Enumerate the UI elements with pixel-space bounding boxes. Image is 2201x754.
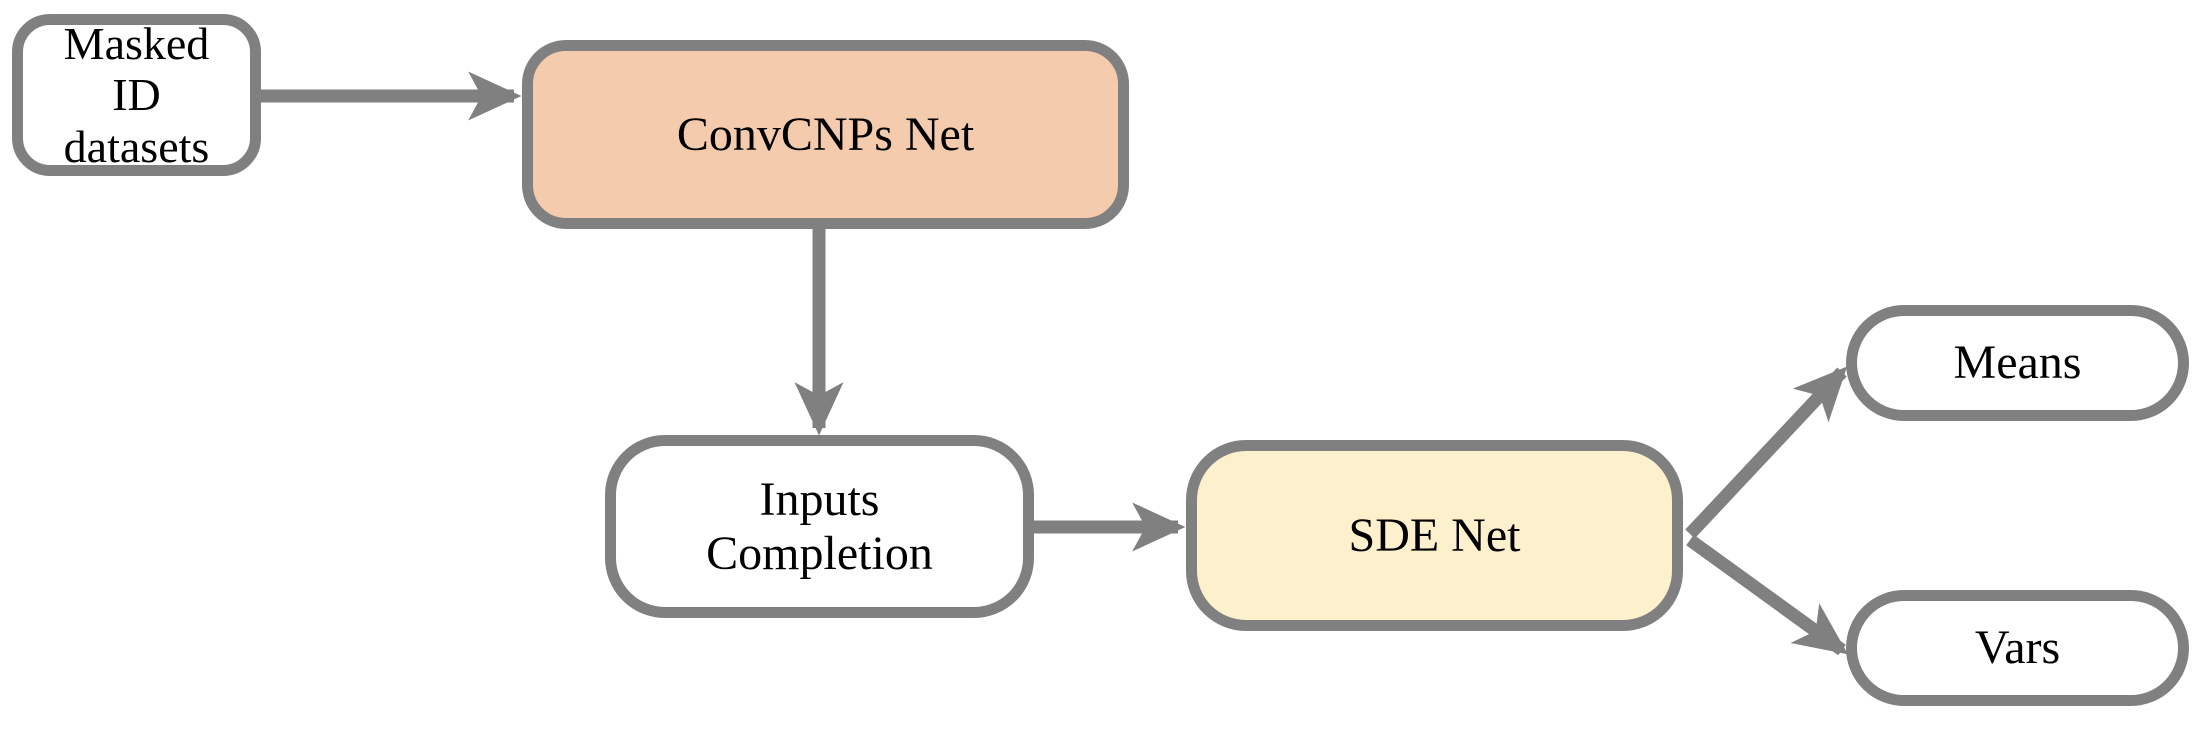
node-sde-net-label: SDE Net (1348, 508, 1521, 562)
edge-sde-to-vars (1686, 534, 1849, 656)
node-means[interactable]: Means (1846, 305, 2189, 421)
node-masked-id-datasets-label: Masked ID datasets (63, 17, 210, 172)
node-inputs-completion-label: Inputs Completion (706, 472, 933, 580)
node-vars-label: Vars (1974, 621, 2061, 675)
node-inputs-completion[interactable]: Inputs Completion (605, 435, 1034, 618)
edge-sde-to-means (1685, 366, 1848, 539)
node-vars[interactable]: Vars (1846, 590, 2189, 706)
node-convcnps-net[interactable]: ConvCNPs Net (522, 40, 1129, 229)
node-masked-id-datasets[interactable]: Masked ID datasets (12, 14, 261, 176)
node-means-label: Means (1953, 336, 2082, 390)
node-sde-net[interactable]: SDE Net (1186, 440, 1683, 631)
node-convcnps-net-label: ConvCNPs Net (676, 107, 975, 161)
